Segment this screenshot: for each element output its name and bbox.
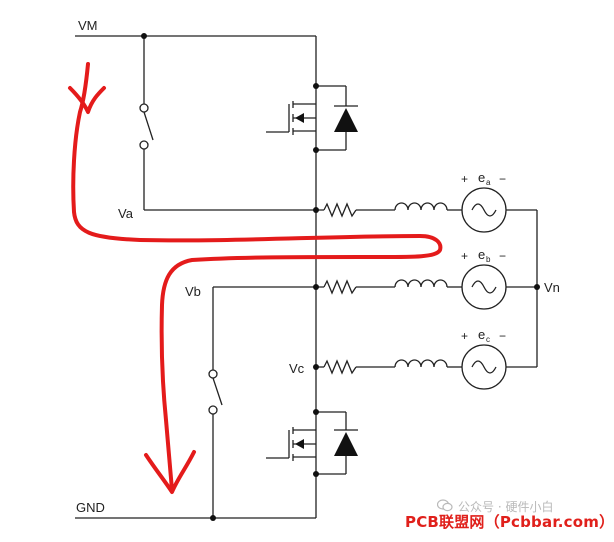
circuit-wires — [75, 35, 538, 519]
inductors — [394, 202, 448, 368]
label-vb: Vb — [185, 284, 201, 299]
ac-sources — [461, 187, 507, 390]
source-b-minus: − — [499, 249, 506, 263]
label-gnd: GND — [76, 500, 105, 515]
watermark-text: 公众号 · 硬件小白 — [458, 500, 554, 514]
source-a-plus: + — [461, 172, 468, 186]
high-side-diode — [334, 105, 358, 132]
resistors — [323, 202, 357, 375]
source-c-plus: + — [461, 329, 468, 343]
label-va: Va — [118, 206, 134, 221]
source-label-a: + e a − — [461, 170, 506, 187]
low-side-diode — [334, 429, 358, 456]
label-vc: Vc — [289, 361, 305, 376]
switch-vb — [208, 369, 223, 415]
source-label-b: + e b − — [461, 247, 506, 264]
label-vm: VM — [78, 18, 98, 33]
footer-source: PCB联盟网（Pcbbar.com） — [405, 513, 614, 531]
low-side-mosfet — [266, 427, 316, 461]
source-a-subscript: a — [486, 178, 491, 187]
switch-va — [139, 103, 154, 150]
source-a-name: e — [478, 170, 485, 185]
source-c-subscript: c — [486, 335, 490, 344]
source-c-minus: − — [499, 329, 506, 343]
junction-dots — [141, 33, 540, 521]
source-b-plus: + — [461, 249, 468, 263]
label-vn: Vn — [544, 280, 560, 295]
source-b-subscript: b — [486, 255, 491, 264]
current-path-annotation — [68, 62, 443, 494]
high-side-mosfet — [266, 101, 316, 135]
wechat-icon — [437, 499, 453, 512]
source-c-name: e — [478, 327, 485, 342]
source-a-minus: − — [499, 172, 506, 186]
source-label-c: + e c − — [461, 327, 506, 344]
source-b-name: e — [478, 247, 485, 262]
